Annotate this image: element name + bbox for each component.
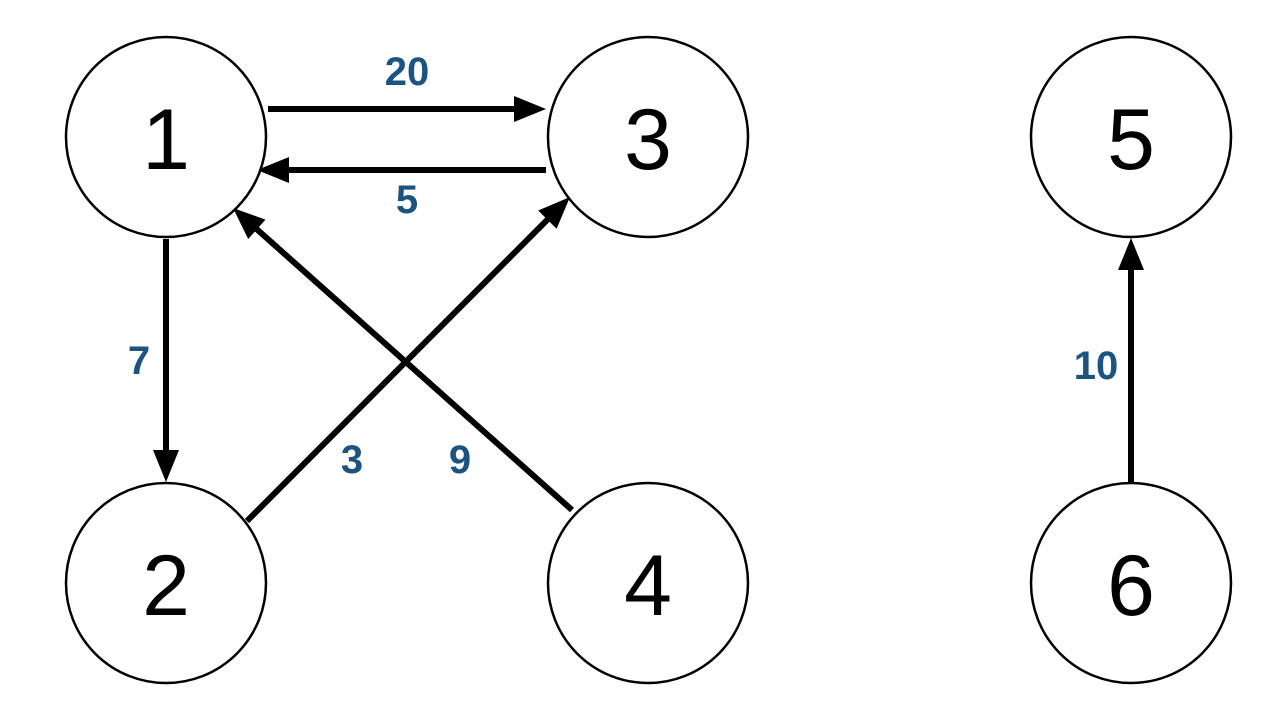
node-label-4: 4 <box>624 538 672 634</box>
edge-weight-6-to-5: 10 <box>1074 344 1119 388</box>
node-circle-4 <box>546 481 750 685</box>
node-3: 3 <box>546 35 750 239</box>
node-label-5: 5 <box>1107 92 1155 188</box>
node-label-2: 2 <box>142 538 190 634</box>
node-circle-5 <box>1029 35 1233 239</box>
edge-weight-4-to-1: 9 <box>449 438 471 482</box>
node-label-1: 1 <box>142 92 190 188</box>
node-circle-1 <box>64 35 268 239</box>
nodes-layer: 1 2 3 4 5 6 <box>64 35 1233 685</box>
node-2: 2 <box>64 481 268 685</box>
node-circle-3 <box>546 35 750 239</box>
edge-weight-1-to-3: 20 <box>385 50 430 94</box>
node-circle-6 <box>1029 481 1233 685</box>
arrowhead-4-to-1 <box>233 208 266 239</box>
edge-weight-3-to-1: 5 <box>396 178 418 222</box>
arrowhead-6-to-5 <box>1118 238 1144 270</box>
edges-layer <box>153 96 1144 524</box>
edge-weight-1-to-2: 7 <box>128 339 150 383</box>
node-6: 6 <box>1029 481 1233 685</box>
node-circle-2 <box>64 481 268 685</box>
arrowhead-3-to-1 <box>257 157 289 183</box>
node-4: 4 <box>546 481 750 685</box>
edge-2-to-3 <box>244 216 551 524</box>
weight-labels-layer: 20 5 7 3 9 10 <box>128 50 1118 482</box>
node-label-6: 6 <box>1107 538 1155 634</box>
edge-weight-2-to-3: 3 <box>341 438 363 482</box>
node-5: 5 <box>1029 35 1233 239</box>
node-label-3: 3 <box>624 92 672 188</box>
edge-4-to-1 <box>253 225 574 513</box>
arrowhead-1-to-2 <box>153 450 179 482</box>
arrowhead-2-to-3 <box>538 197 570 229</box>
arrowhead-1-to-3 <box>514 96 546 122</box>
node-1: 1 <box>64 35 268 239</box>
